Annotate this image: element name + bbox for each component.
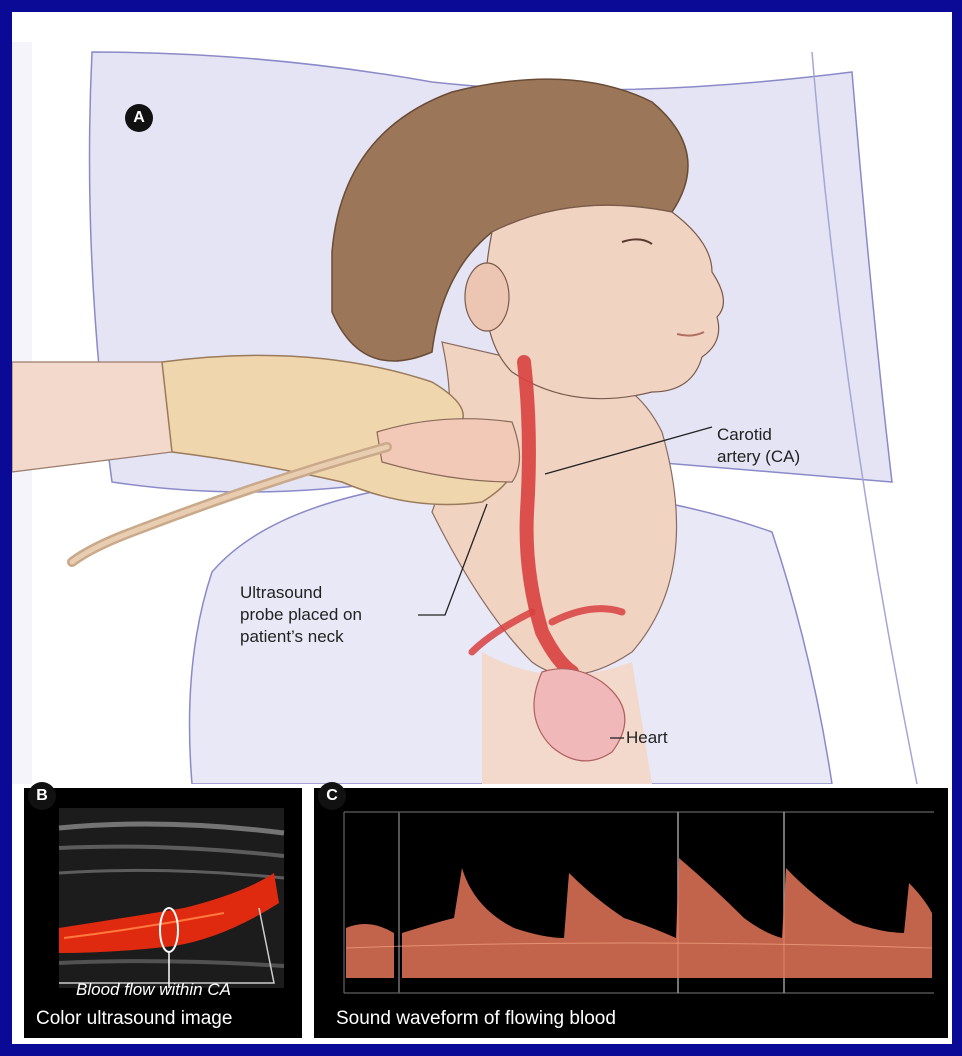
probe-label: Ultrasound probe placed on patient’s nec… — [240, 582, 362, 648]
probe-label-line3: patient’s neck — [240, 626, 362, 648]
panel-c-badge: C — [318, 782, 346, 810]
figure-frame: A Carotid artery (CA) Ultrasound probe p… — [12, 12, 952, 1044]
panel-c-caption: Sound waveform of flowing blood — [336, 1008, 616, 1030]
blood-flow-label: Blood flow within CA — [76, 980, 231, 1000]
panel-b-ultrasound: Blood flow within CA Color ultrasound im… — [24, 788, 302, 1038]
doppler-waveform — [314, 788, 948, 1038]
panel-a-illustration — [12, 12, 952, 784]
probe-label-line1: Ultrasound — [240, 582, 362, 604]
waveform-fill — [346, 858, 932, 978]
carotid-label-line1: Carotid — [717, 424, 800, 446]
panel-b-caption: Color ultrasound image — [36, 1008, 232, 1030]
heart-label: Heart — [626, 727, 668, 749]
panel-c-waveform: Sound waveform of flowing blood — [314, 788, 948, 1038]
panel-b-badge: B — [28, 782, 56, 810]
carotid-label: Carotid artery (CA) — [717, 424, 800, 468]
ultrasound-image — [24, 788, 302, 1038]
carotid-label-line2: artery (CA) — [717, 446, 800, 468]
panel-a-badge: A — [125, 104, 153, 132]
probe-label-line2: probe placed on — [240, 604, 362, 626]
ear — [465, 263, 509, 331]
